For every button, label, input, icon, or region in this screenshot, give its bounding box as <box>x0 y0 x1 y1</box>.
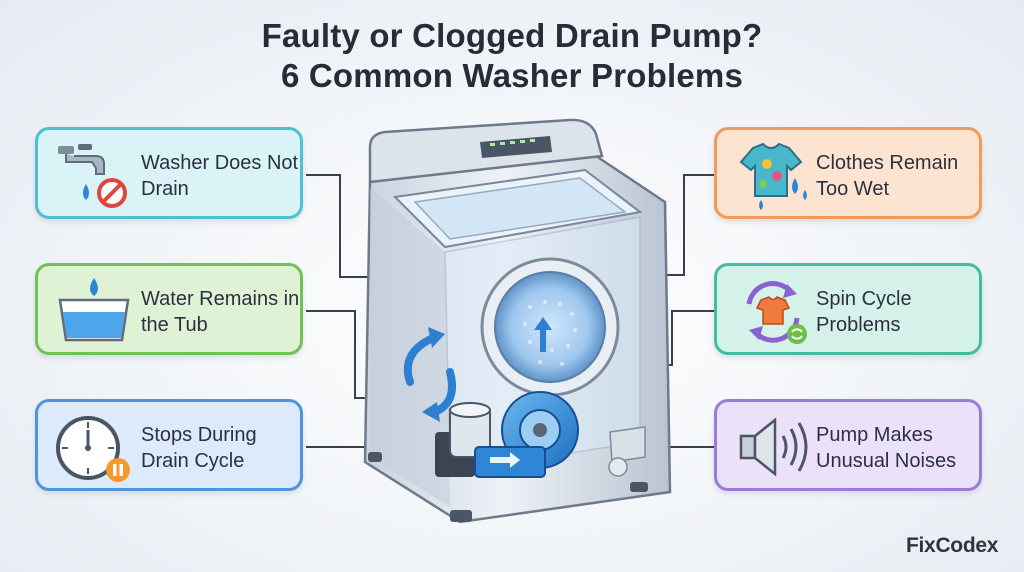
problem-label: Stops During Drain Cycle <box>141 424 257 472</box>
spin-cycle-icon <box>731 274 815 348</box>
washer-illustration <box>340 112 690 532</box>
water-tub-icon <box>52 274 136 348</box>
problem-card-water-remains-in-tub: Water Remains in the Tub <box>35 263 303 355</box>
problem-card-clothes-remain-too-wet: Clothes Remain Too Wet <box>714 127 982 219</box>
drain-pump-icon <box>435 391 579 478</box>
title-line-2: 6 Common Washer Problems <box>280 57 743 94</box>
problem-label: Water Remains in the Tub <box>141 288 300 336</box>
faucet-no-drain-icon <box>52 138 136 212</box>
speaker-noise-icon <box>731 410 815 484</box>
problem-label: Spin Cycle Problems <box>816 288 912 336</box>
problem-label: Clothes Remain Too Wet <box>816 152 959 200</box>
problem-label: Pump Makes Unusual Noises <box>816 424 957 472</box>
problem-label: Washer Does Not Drain <box>141 152 299 200</box>
stopwatch-pause-icon <box>52 410 136 484</box>
title-line-1: Faulty or Clogged Drain Pump? <box>261 17 763 54</box>
problem-card-stops-during-drain-cycle: Stops During Drain Cycle <box>35 399 303 491</box>
problem-card-washer-does-not-drain: Washer Does Not Drain <box>35 127 303 219</box>
wet-shirt-icon <box>731 138 815 212</box>
problem-card-spin-cycle-problems: Spin Cycle Problems <box>714 263 982 355</box>
problem-card-pump-makes-unusual-noises: Pump Makes Unusual Noises <box>714 399 982 491</box>
brand-logo: FixCodex <box>906 534 999 557</box>
page-title: Faulty or Clogged Drain Pump? 6 Common W… <box>0 16 1024 96</box>
